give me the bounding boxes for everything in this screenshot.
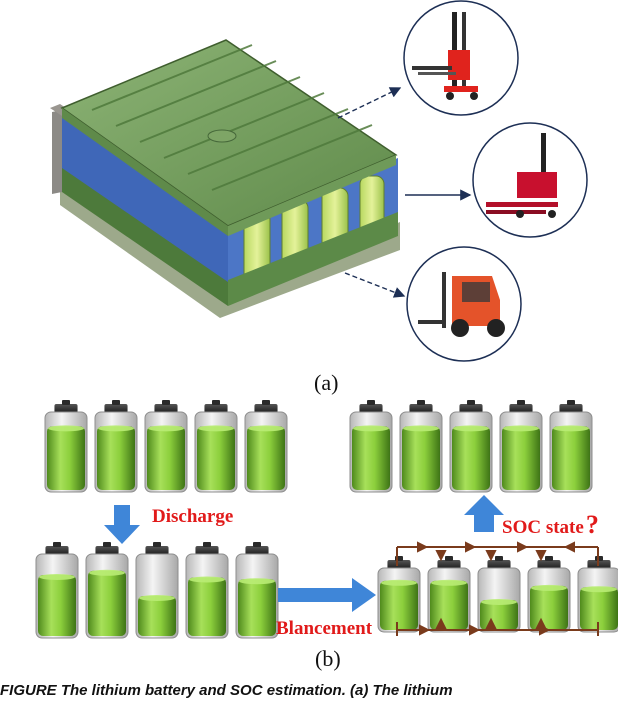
- charged-battery-4: [194, 400, 238, 493]
- discharged-battery-3: [135, 542, 179, 639]
- charged-battery-5: [244, 400, 288, 493]
- estimated-battery-1: [349, 400, 393, 493]
- estimated-battery-4: [499, 400, 543, 493]
- question-mark: ?: [585, 510, 599, 539]
- forklift-pallet-truck: [472, 122, 588, 238]
- counterbalance-forklift-icon: [418, 272, 505, 337]
- soc-state-text: SOC state: [502, 517, 584, 538]
- forklift-stacker: [403, 0, 519, 116]
- discharged-battery-4: [185, 542, 229, 639]
- estimated-battery-5: [549, 400, 593, 493]
- balancing-battery-1: [377, 556, 421, 633]
- balancing-battery-5: [577, 556, 618, 633]
- battery-group-charged-left: [44, 400, 288, 493]
- balancing-battery-3: [477, 556, 521, 633]
- battery-group-balancing: [377, 556, 618, 633]
- battery-group-estimated-right: [349, 400, 593, 493]
- soc-arrow: [464, 495, 504, 532]
- charged-battery-2: [94, 400, 138, 493]
- stacker-forklift-icon: [412, 12, 478, 100]
- balancing-wires: [396, 541, 599, 636]
- balancing-arrow: [278, 578, 376, 612]
- balancing-label: Blancement: [276, 618, 373, 639]
- discharge-arrow: [104, 505, 140, 544]
- battery-pack-illustration: [50, 39, 400, 318]
- balancing-battery-2: [427, 556, 471, 633]
- discharge-label: Discharge: [152, 506, 234, 527]
- discharged-battery-2: [85, 542, 129, 639]
- battery-group-discharged: [35, 542, 279, 639]
- panel-a-label: (a): [314, 370, 339, 395]
- soc-state-label: SOC state?: [502, 510, 599, 540]
- charged-battery-3: [144, 400, 188, 493]
- estimated-battery-2: [399, 400, 443, 493]
- pack-arrows: [337, 87, 472, 298]
- charged-battery-1: [44, 400, 88, 493]
- forklift-counterbalance: [406, 246, 522, 362]
- discharged-battery-5: [235, 542, 279, 639]
- panel-b-label: (b): [315, 646, 341, 671]
- pallet-truck-icon: [486, 133, 558, 218]
- figure-caption: FIGURE The lithium battery and SOC estim…: [0, 682, 453, 698]
- discharged-battery-1: [35, 542, 79, 639]
- balancing-battery-4: [527, 556, 571, 633]
- estimated-battery-3: [449, 400, 493, 493]
